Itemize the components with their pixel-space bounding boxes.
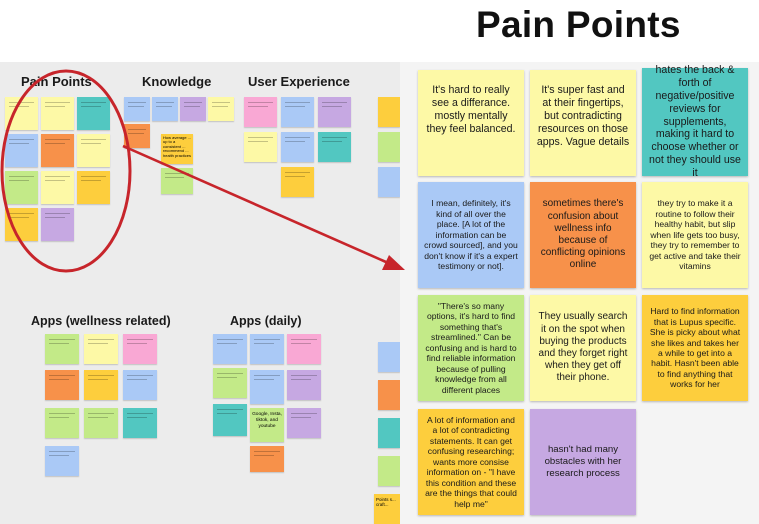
mini-note[interactable] — [123, 334, 157, 364]
pain-point-note[interactable]: A lot of information and a lot of contra… — [418, 409, 524, 515]
pain-point-note[interactable]: hates the back & forth of negative/posit… — [642, 64, 748, 179]
mini-note[interactable] — [5, 134, 38, 167]
mini-note[interactable] — [287, 408, 321, 438]
mini-note[interactable] — [77, 171, 110, 204]
mini-note[interactable] — [45, 370, 79, 400]
mini-note[interactable] — [41, 97, 74, 130]
knowledge-note-text: How average ... up to a consistent ... r… — [163, 135, 192, 158]
mini-note[interactable] — [5, 97, 38, 130]
mini-note[interactable] — [281, 167, 314, 197]
header-user-experience: User Experience — [248, 74, 350, 89]
mini-note[interactable] — [161, 168, 193, 194]
mini-note[interactable]: How average ... up to a consistent ... r… — [161, 134, 193, 164]
mini-note[interactable] — [45, 446, 79, 476]
pain-point-note[interactable]: Hard to find information that is Lupus s… — [642, 295, 748, 401]
mini-note[interactable] — [378, 342, 400, 372]
mini-note[interactable] — [378, 418, 400, 448]
mini-note[interactable] — [287, 334, 321, 364]
mini-note[interactable] — [378, 132, 400, 162]
mini-note[interactable] — [244, 132, 277, 162]
pain-point-note[interactable]: sometimes there's confusion about wellne… — [530, 182, 636, 288]
header-pain-points: Pain Points — [21, 74, 92, 89]
mini-note[interactable] — [41, 134, 74, 167]
mini-note[interactable] — [250, 446, 284, 472]
zoomed-pain-points-panel[interactable]: It's hard to really see a differance. mo… — [400, 62, 759, 524]
page-title: Pain Points — [476, 4, 681, 45]
mini-note[interactable] — [281, 132, 314, 162]
daily-note-text: Google, Insta, tiktok, and youtube — [252, 412, 282, 429]
mini-note[interactable] — [45, 408, 79, 438]
mini-note[interactable] — [378, 456, 400, 486]
mini-note[interactable] — [318, 97, 351, 127]
mini-note[interactable] — [281, 97, 314, 127]
mini-note[interactable] — [250, 370, 284, 404]
header-apps-daily: Apps (daily) — [230, 314, 302, 328]
mini-note[interactable] — [244, 97, 277, 127]
mini-note[interactable]: Google, Insta, tiktok, and youtube — [250, 408, 284, 442]
mini-note[interactable] — [152, 97, 178, 121]
mini-note[interactable] — [84, 370, 118, 400]
pain-point-note[interactable]: It's hard to really see a differance. mo… — [418, 70, 524, 176]
pain-point-note[interactable]: They usually search it on the spot when … — [530, 295, 636, 401]
mini-note[interactable] — [45, 334, 79, 364]
mini-note[interactable] — [180, 97, 206, 121]
mini-note[interactable] — [318, 132, 351, 162]
mini-note[interactable] — [5, 208, 38, 241]
mini-note[interactable] — [213, 368, 247, 398]
header-knowledge: Knowledge — [142, 74, 212, 89]
mini-note[interactable] — [213, 404, 247, 436]
pain-point-note[interactable]: It's super fast and at their fingertips,… — [530, 70, 636, 176]
mini-note[interactable] — [378, 380, 400, 410]
mini-note[interactable] — [123, 370, 157, 400]
mini-note[interactable] — [84, 408, 118, 438]
mini-note[interactable] — [123, 408, 157, 438]
header-apps-wellness: Apps (wellness related) — [31, 314, 171, 328]
mini-note[interactable] — [287, 370, 321, 400]
mini-note[interactable] — [124, 97, 150, 121]
mini-note[interactable] — [77, 97, 110, 130]
right-edge-note-text: Points s... craft... — [376, 497, 396, 508]
mini-note[interactable] — [208, 97, 234, 121]
whiteboard-overview[interactable]: Pain Points Knowledge User Experience Ap… — [0, 62, 400, 524]
mini-note[interactable] — [41, 171, 74, 204]
mini-note[interactable]: Points s... craft... — [374, 494, 400, 524]
mini-note[interactable] — [378, 167, 400, 197]
pain-point-note[interactable]: I mean, definitely, it's kind of all ove… — [418, 182, 524, 288]
mini-note[interactable] — [77, 134, 110, 167]
pain-point-note[interactable]: "There's so many options, it's hard to f… — [418, 295, 524, 401]
mini-note[interactable] — [41, 208, 74, 241]
mini-note[interactable] — [378, 97, 400, 127]
pain-point-note[interactable]: they try to make it a routine to follow … — [642, 182, 748, 288]
pain-point-note[interactable]: hasn't had many obstacles with her resea… — [530, 409, 636, 515]
mini-note[interactable] — [84, 334, 118, 364]
mini-note[interactable] — [124, 124, 150, 148]
mini-note[interactable] — [213, 334, 247, 364]
mini-note[interactable] — [250, 334, 284, 364]
mini-note[interactable] — [5, 171, 38, 204]
